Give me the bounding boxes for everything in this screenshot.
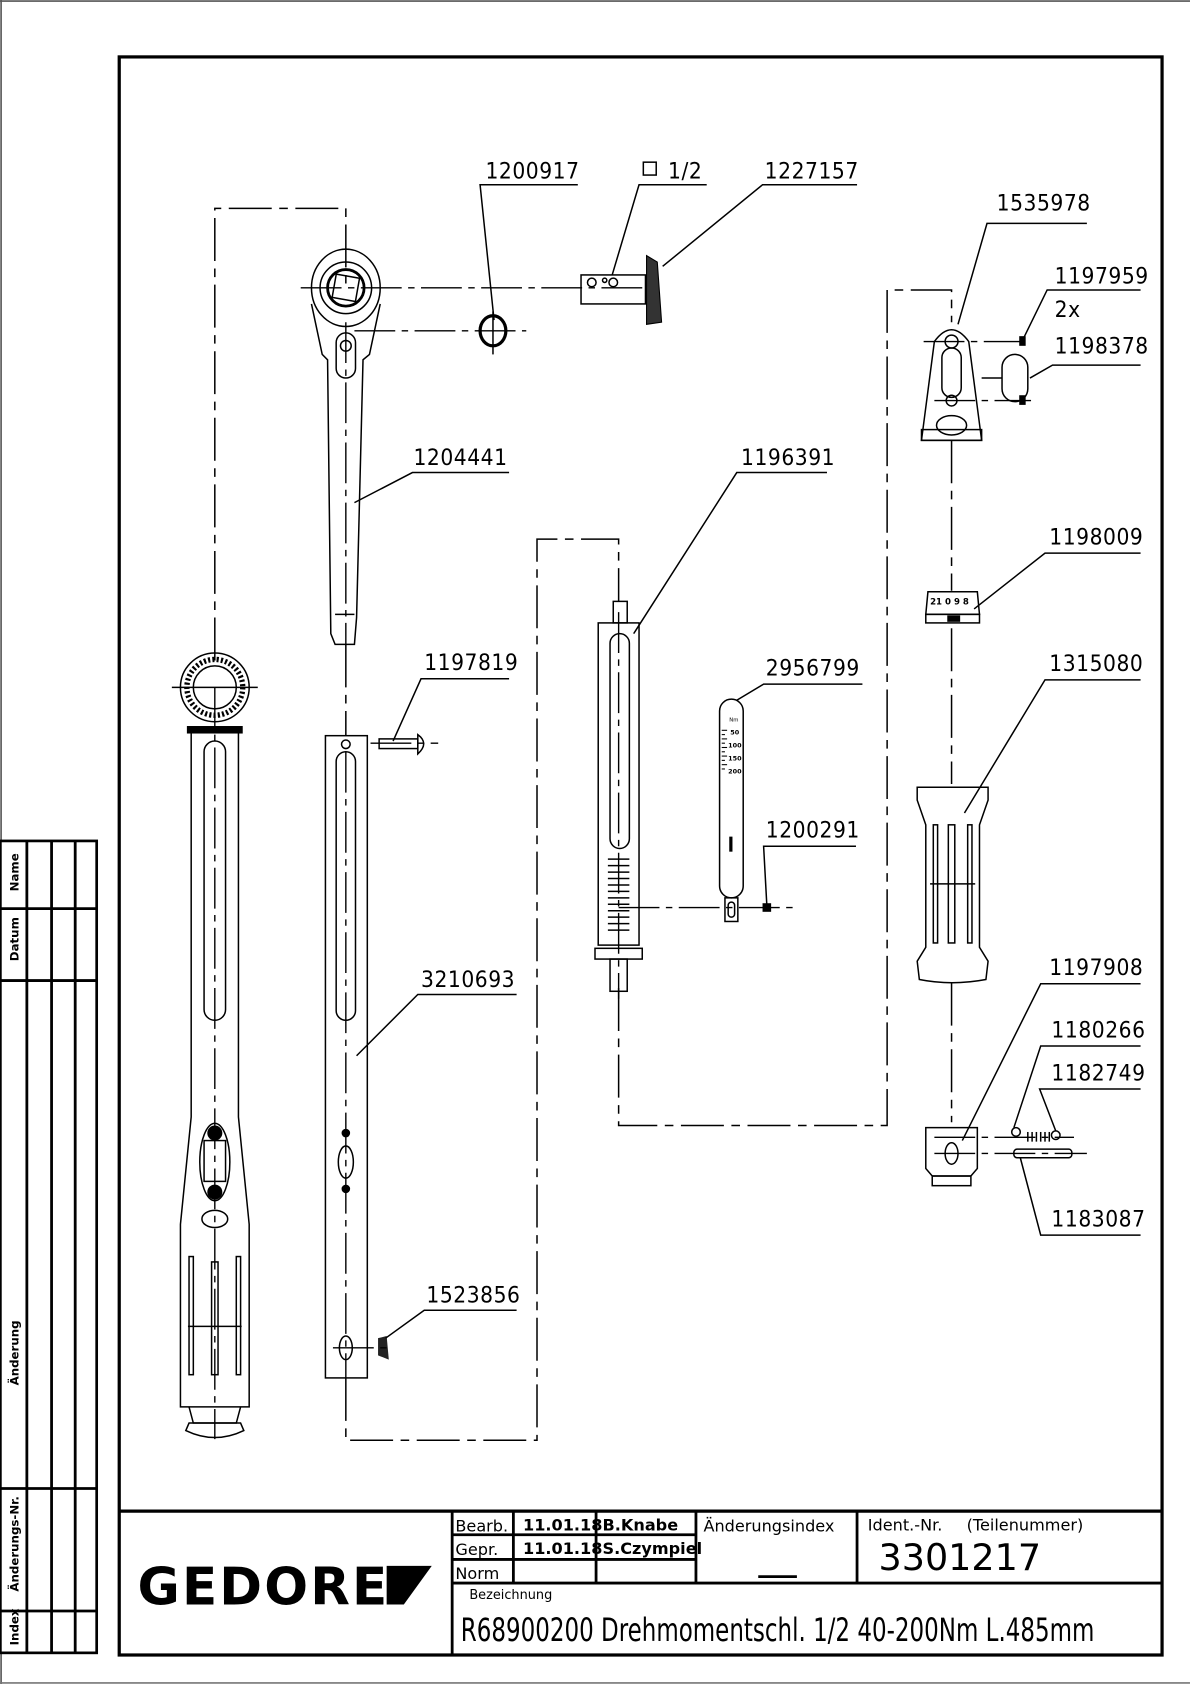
callout-1182749: 1182749 [1051, 1060, 1145, 1086]
end-cap-part [925, 1126, 1087, 1187]
extension-bar-part [324, 734, 369, 1379]
callout-1183087: 1183087 [1051, 1206, 1145, 1232]
callout-1200917: 1200917 [485, 158, 579, 184]
logo-wordmark: GEDORE [137, 1558, 389, 1618]
callout-1197908: 1197908 [1049, 955, 1143, 981]
ident-number: 3301217 [879, 1536, 1042, 1579]
callout-1535978: 1535978 [997, 191, 1091, 217]
callout-1227157: 1227157 [765, 158, 859, 184]
spring-coil [1027, 1131, 1051, 1142]
spring-mechanism-part [594, 600, 795, 999]
revision-block: Name Datum Änderung Änderungs-Nr. Index [0, 839, 99, 1655]
logo-wedge-icon [386, 1565, 432, 1605]
drawing-frame [117, 55, 1164, 1657]
screw-part [332, 1336, 394, 1360]
row-date-bearb: 11.01.18 [523, 1515, 602, 1534]
row-name-bearb: B.Knabe [603, 1515, 679, 1534]
row-role-gepr: Gepr. [455, 1540, 498, 1559]
callout-square-drive: 1/2 [668, 158, 702, 184]
revision-header-index: Index [7, 1608, 21, 1645]
row-date-gepr: 11.01.18 [523, 1539, 602, 1558]
callout-1197819: 1197819 [424, 650, 518, 676]
scale-tick-150: 150 [728, 754, 742, 762]
scale-ticks [721, 729, 728, 770]
callout-1315080: 1315080 [1049, 651, 1143, 677]
pin-part [370, 733, 439, 756]
callout-3210693: 3210693 [421, 967, 515, 993]
revision-header-date: Datum [7, 917, 21, 961]
revision-header-change: Änderung [6, 1320, 21, 1385]
callout-1200291: 1200291 [766, 818, 860, 844]
title-block: GEDORE Bearb. 11.01.18 B.Knabe Gepr. 11.… [119, 1509, 1163, 1656]
scale-tick-100: 100 [728, 741, 742, 749]
scale-tick-50: 50 [730, 729, 739, 737]
ratchet-head-part [310, 248, 381, 646]
callout-1197959: 1197959 [1055, 264, 1149, 290]
revision-header-change-no: Änderungs-Nr. [6, 1496, 21, 1591]
scale-unit-top: Nm [729, 718, 738, 724]
ring-part [478, 311, 508, 355]
row-role-bearb: Bearb. [455, 1516, 508, 1535]
handle-grip-part [916, 786, 989, 984]
dial-ring-part: 21 0 9 8 [924, 591, 981, 624]
ident-label: Ident.-Nr. [868, 1515, 943, 1534]
callouts: 1200917 1/2 1227157 1535978 1197959 2x 1… [354, 158, 1149, 1339]
assembled-wrench [171, 652, 258, 1440]
callout-1523856: 1523856 [426, 1283, 520, 1309]
callout-2956799: 2956799 [766, 656, 860, 682]
assembly-phantom-lines [214, 207, 953, 1441]
revision-header-name: Name [7, 853, 21, 891]
small-screw-part [762, 903, 772, 912]
callout-1198378: 1198378 [1055, 333, 1149, 359]
square-drive-icon [642, 161, 657, 176]
dial-marks: 21 0 9 8 [930, 598, 969, 608]
drive-square-part [580, 254, 663, 325]
link-part [981, 353, 1029, 403]
scale-tick-200: 200 [728, 767, 742, 775]
callout-1197959-qty: 2x [1055, 297, 1081, 323]
designation: R68900200 Drehmomentschl. 1/2 40-200Nm L… [461, 1611, 1095, 1649]
designation-label: Bezeichnung [469, 1588, 552, 1603]
gedore-logo: GEDORE [137, 1558, 432, 1618]
bracket-part [920, 328, 1032, 442]
callout-1180266: 1180266 [1051, 1017, 1145, 1043]
row-role-norm: Norm [455, 1564, 499, 1583]
change-index-label: Änderungsindex [703, 1516, 834, 1535]
ident-sublabel: (Teilenummer) [967, 1515, 1084, 1534]
callout-1196391: 1196391 [741, 445, 835, 471]
callout-1204441: 1204441 [413, 445, 507, 471]
callout-1198009: 1198009 [1049, 525, 1143, 551]
scale-tube-part: Nm 50 100 150 200 [718, 698, 744, 923]
row-name-gepr: S.Czympiel [603, 1539, 703, 1558]
